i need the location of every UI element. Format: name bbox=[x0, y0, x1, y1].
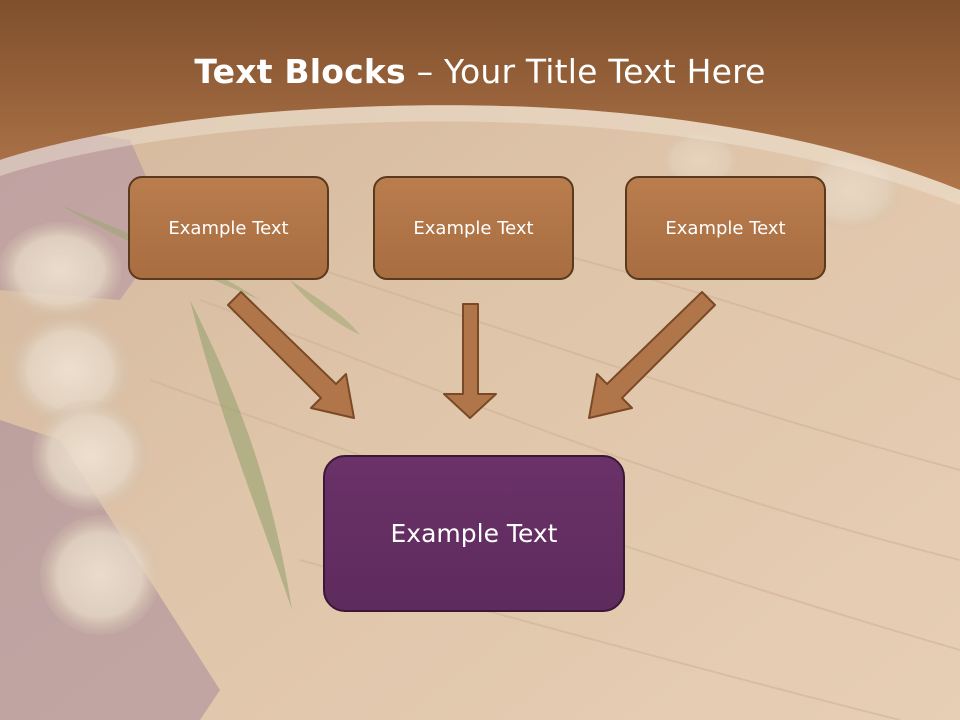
text-block-3-label: Example Text bbox=[665, 217, 786, 239]
title-rest-part: – Your Title Text Here bbox=[405, 52, 766, 91]
text-block-1: Example Text bbox=[128, 176, 329, 280]
main-text-block-label: Example Text bbox=[390, 519, 558, 548]
text-block-3: Example Text bbox=[625, 176, 826, 280]
text-block-2-label: Example Text bbox=[413, 217, 534, 239]
title-bold-part: Text Blocks bbox=[194, 52, 406, 91]
text-block-1-label: Example Text bbox=[168, 217, 289, 239]
text-block-2: Example Text bbox=[373, 176, 574, 280]
main-text-block: Example Text bbox=[323, 455, 625, 612]
slide-title: Text Blocks – Your Title Text Here bbox=[0, 52, 960, 91]
